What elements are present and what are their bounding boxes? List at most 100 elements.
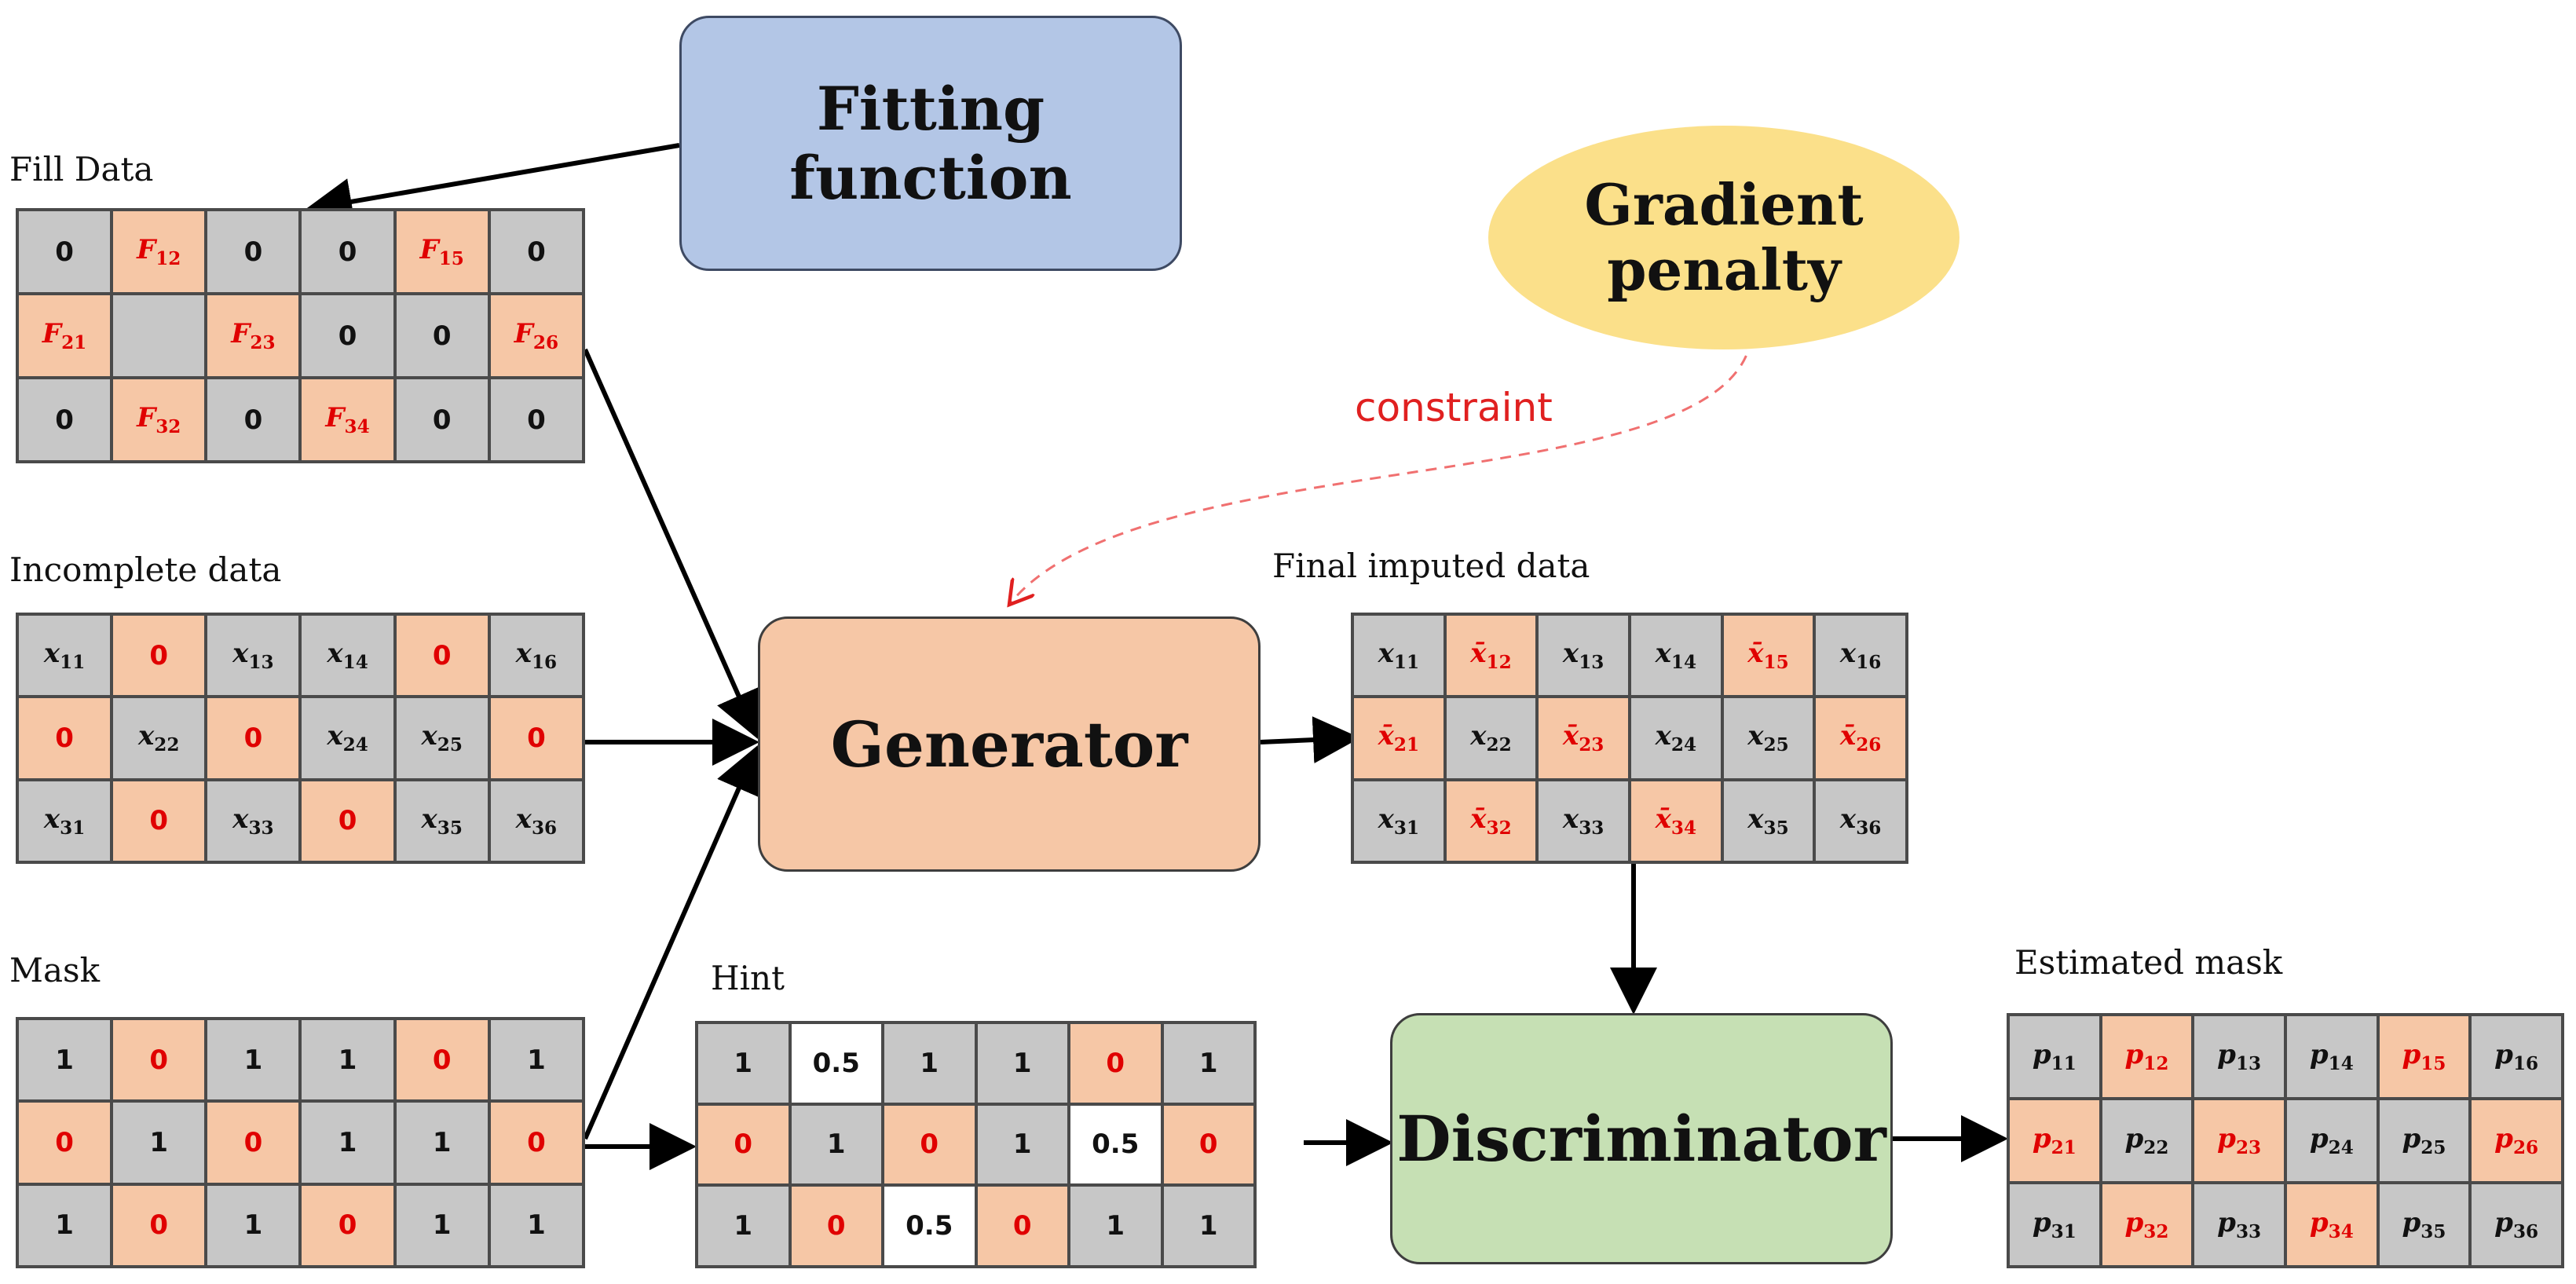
hint-cell-35: 1 [1069,1185,1162,1267]
final-imputed-cell-24: x24 [1629,697,1722,780]
fill-data-caption: Fill Data [9,150,154,188]
hint-cell-13: 1 [883,1022,976,1104]
final-imputed-cell-32: x̄32 [1444,779,1538,862]
fill-data-cell-31: 0 [17,378,112,462]
estimated-mask-cell-33: p33 [2193,1183,2285,1267]
estimated-mask-cell-22: p22 [2100,1099,2194,1183]
estimated-mask-cell-34: p34 [2285,1183,2378,1267]
estimated-mask-cell-15: p15 [2377,1015,2471,1099]
incomplete-data-cell-16: x16 [488,614,584,697]
estimated-mask-cell-11: p11 [2008,1015,2101,1099]
incomplete-data-cell-34: 0 [300,779,395,862]
final-imputed-cell-15: x̄15 [1722,614,1815,697]
hint-cell-33: 0.5 [883,1185,976,1267]
estimated-mask-cell-24: p24 [2285,1099,2378,1183]
incomplete-data-cell-14: x14 [300,614,395,697]
estimated-mask-cell-16: p16 [2470,1015,2563,1099]
mask-cell-15: 0 [394,1019,489,1102]
hint-cell-23: 0 [883,1103,976,1186]
final-imputed-cell-25: x25 [1722,697,1815,780]
incomplete-data-cell-33: x33 [206,779,301,862]
mask-cell-33: 1 [206,1183,301,1267]
gradient-penalty-line1: Gradient [1584,170,1864,238]
hint-cell-21: 0 [697,1103,790,1186]
incomplete-data-cell-36: x36 [488,779,584,862]
incomplete-data-cell-12: 0 [112,614,207,697]
incomplete-data-cell-13: x13 [206,614,301,697]
incomplete-data-cell-15: 0 [394,614,489,697]
fill-data-cell-14: 0 [300,210,395,294]
incomplete-data-cell-25: x25 [394,697,489,780]
hint-cell-36: 1 [1162,1185,1255,1267]
arrow-fill-to-generator [583,348,760,739]
final-imputed-cell-16: x16 [1814,614,1907,697]
mask-cell-14: 1 [300,1019,395,1102]
mask-caption: Mask [9,951,101,990]
incomplete-data-cell-32: 0 [112,779,207,862]
hint-cell-12: 0.5 [789,1022,883,1104]
final-imputed-cell-26: x̄26 [1814,697,1907,780]
fill-data-cell-34: F34 [300,378,395,462]
final-imputed-cell-22: x22 [1444,697,1538,780]
incomplete-data-cell-31: x31 [17,779,112,862]
mask-cell-35: 1 [394,1183,489,1267]
estimated-mask-cell-32: p32 [2100,1183,2194,1267]
hint-cell-31: 1 [697,1185,790,1267]
estimated-mask-cell-21: p21 [2008,1099,2101,1183]
hint-caption: Hint [711,959,785,997]
fill-data-cell-33: 0 [206,378,301,462]
final-imputed-cell-35: x35 [1722,779,1815,862]
incomplete-data-caption: Incomplete data [9,551,282,589]
mask-cell-32: 0 [112,1183,207,1267]
mask-cell-12: 0 [112,1019,207,1102]
fill-data-cell-25: 0 [394,294,489,378]
mask-cell-11: 1 [17,1019,112,1102]
mask-cell-34: 0 [300,1183,395,1267]
fill-data-cell-32: F32 [112,378,207,462]
mask-cell-16: 1 [488,1019,584,1102]
hint-cell-14: 1 [975,1022,1069,1104]
hint-cell-22: 1 [789,1103,883,1186]
mask-cell-23: 0 [206,1101,301,1184]
final-imputed-cell-23: x̄23 [1537,697,1630,780]
mask-cell-21: 0 [17,1101,112,1184]
hint-cell-15: 0 [1069,1022,1162,1104]
discriminator-box: Discriminator [1390,1013,1893,1264]
mask-cell-36: 1 [488,1183,584,1267]
final-imputed-cell-21: x̄21 [1352,697,1445,780]
hint-cell-34: 0 [975,1185,1069,1267]
hint-cell-25: 0.5 [1069,1103,1162,1186]
fill-data-cell-21: F21 [17,294,112,378]
estimated-mask-cell-36: p36 [2470,1183,2563,1267]
estimated-mask-caption: Estimated mask [2014,943,2283,982]
incomplete-data-cell-22: x22 [112,697,207,780]
constraint-label: constraint [1355,385,1553,430]
fill-data-cell-11: 0 [17,210,112,294]
hint-cell-26: 0 [1162,1103,1255,1186]
fitting-function-line1: Fitting [816,74,1045,144]
incomplete-data-cell-35: x35 [394,779,489,862]
estimated-mask-cell-26: p26 [2470,1099,2563,1183]
mask-cell-26: 0 [488,1101,584,1184]
fill-data-cell-35: 0 [394,378,489,462]
estimated-mask-cell-31: p31 [2008,1183,2101,1267]
fill-data-cell-22 [112,294,207,378]
hint-cell-24: 1 [975,1103,1069,1186]
hint-cell-16: 1 [1162,1022,1255,1104]
mask-cell-13: 1 [206,1019,301,1102]
final-imputed-cell-11: x11 [1352,614,1445,697]
fill-data-cell-36: 0 [488,378,584,462]
mask-cell-25: 1 [394,1101,489,1184]
incomplete-data-cell-21: 0 [17,697,112,780]
fill-data-cell-12: F12 [112,210,207,294]
arrow-generator-to-final [1260,716,1360,764]
estimated-mask-cell-14: p14 [2285,1015,2378,1099]
incomplete-data-cell-24: x24 [300,697,395,780]
incomplete-data-cell-11: x11 [17,614,112,697]
estimated-mask-cell-13: p13 [2193,1015,2285,1099]
